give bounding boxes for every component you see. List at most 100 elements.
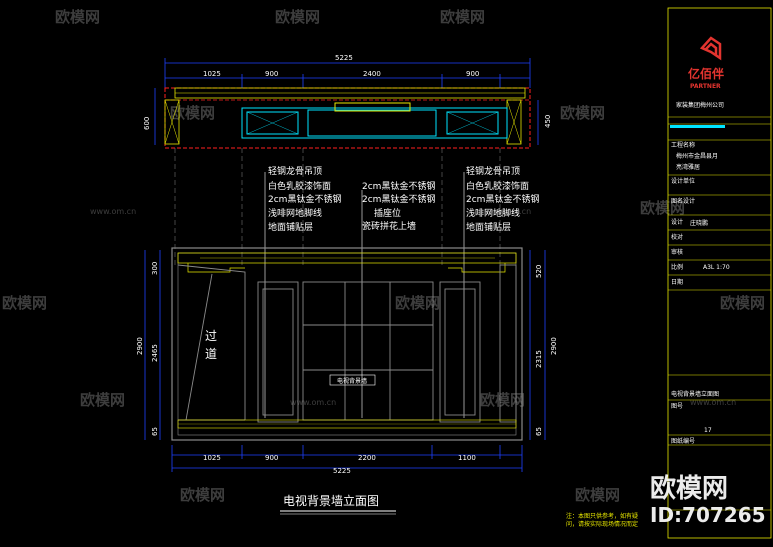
plan-center-lines xyxy=(174,148,501,268)
id-text: ID:707265 xyxy=(650,503,766,527)
plan-walls xyxy=(164,87,531,149)
big-brand: 欧模网 xyxy=(650,473,728,504)
watermark-brand: 欧模网 xyxy=(2,294,47,312)
drawing-title: 电视背景墙立面图 xyxy=(280,493,396,515)
elev-dim-segment: 900 xyxy=(265,454,278,462)
elevation-frame xyxy=(171,247,523,441)
company-logo: 亿佰伴 PARTNER xyxy=(688,36,724,90)
elevation-ceiling xyxy=(177,252,517,273)
watermark-brand: 欧模网 xyxy=(180,486,225,504)
note-text: 地面铺贴层 xyxy=(268,221,313,233)
note-text: 2cm黑钛金不锈钢 xyxy=(466,193,539,205)
notes-right: 轻钢龙骨吊顶 白色乳胶漆饰面 2cm黑钛金不锈钢 浅啡网地脚线 地面铺贴层 xyxy=(466,165,539,233)
page-number: 17 xyxy=(704,427,712,434)
tb-label: 设计 xyxy=(671,218,683,226)
note-text: 浅啡网地脚线 xyxy=(268,207,322,219)
note-text: 轻钢龙骨吊顶 xyxy=(466,165,520,177)
note-text: 插座位 xyxy=(374,207,401,219)
notes-center: 2cm黑钛金不锈钢 2cm黑钛金不锈钢 插座位 瓷砖拼花上墙 xyxy=(362,180,435,232)
plan-dim-segment: 900 xyxy=(466,70,479,78)
note-text: 轻钢龙骨吊顶 xyxy=(268,165,322,177)
watermark-site: www.om.cn xyxy=(90,207,136,216)
designer-name: 庄晓鹏 xyxy=(690,219,708,227)
elev-dim-left-top: 300 xyxy=(151,262,159,275)
watermark-brand: 欧模网 xyxy=(80,391,125,409)
elev-dim-right-bottom: 65 xyxy=(535,427,543,436)
accent-bar xyxy=(670,125,725,128)
tb-label: 图纸编号 xyxy=(671,437,695,445)
elev-dim-segment: 1100 xyxy=(458,454,476,462)
tb-label: 校对 xyxy=(671,233,683,241)
note-text: 地面铺贴层 xyxy=(466,221,511,233)
elev-dim-left-overall: 2900 xyxy=(136,337,144,355)
tb-label: 图名设计 xyxy=(671,197,695,205)
watermark-brand: 欧模网 xyxy=(575,486,620,504)
project-line: 梅州市金昌县月 xyxy=(676,152,718,160)
logo-subtext: PARTNER xyxy=(690,83,721,90)
elev-dim-segment: 1025 xyxy=(203,454,221,462)
watermark-brand: 欧模网 xyxy=(275,8,320,26)
note-text: 瓷砖拼花上墙 xyxy=(362,220,416,232)
tb-label: 工程名称 xyxy=(671,141,695,149)
watermark-layer: 欧模网 欧模网 欧模网 欧模网 欧模网 欧模网 欧模网 欧模网 欧模网 欧模网 … xyxy=(2,8,765,504)
watermark-brand: 欧模网 xyxy=(640,199,685,217)
tb-label: 图号 xyxy=(671,403,683,410)
watermark-site: www.om.cn xyxy=(485,207,531,216)
elev-dim-right-overall: 2900 xyxy=(550,337,558,355)
note-text: 2cm黑钛金不锈钢 xyxy=(268,193,341,205)
elevation-walls xyxy=(177,264,517,423)
company-name: 家装集团梅州公司 xyxy=(676,101,724,109)
leader-lines xyxy=(264,172,465,418)
logo-text: 亿佰伴 xyxy=(688,66,724,81)
passage-label: 过 道 xyxy=(205,329,217,361)
note-text: 2cm黑钛金不锈钢 xyxy=(362,193,435,205)
elevation-skirting xyxy=(177,419,517,429)
brand-watermark: 欧模网 ID:707265 xyxy=(650,473,766,527)
tb-label: 日期 xyxy=(671,278,683,286)
elevation-tv: 电视背景墙 xyxy=(329,374,376,386)
plan-dim-right-depth: 450 xyxy=(544,115,552,128)
watermark-brand: 欧模网 xyxy=(395,294,440,312)
elev-dim-left-mid: 2465 xyxy=(151,344,159,362)
watermark-brand: 欧模网 xyxy=(720,294,765,312)
plan-dim-segment: 2400 xyxy=(363,70,381,78)
note-text: 白色乳胶漆饰面 xyxy=(466,180,529,192)
plan-dimension-lines xyxy=(154,58,539,145)
plan-dim-segment: 1025 xyxy=(203,70,221,78)
notes-left: 轻钢龙骨吊顶 白色乳胶漆饰面 2cm黑钛金不锈钢 浅啡网地脚线 地面铺贴层 xyxy=(268,165,341,233)
project-line: 亮湾雅居 xyxy=(676,163,700,171)
plan-cabinet xyxy=(241,102,508,139)
watermark-brand: 欧模网 xyxy=(480,391,525,409)
elev-dim-segment: 2200 xyxy=(358,454,376,462)
plan-dimension-text: 5225 1025 900 2400 900 600 450 xyxy=(143,54,552,130)
elev-dim-overall: 5225 xyxy=(333,467,351,475)
passage-char: 过 xyxy=(205,329,217,343)
drawing-title-text: 电视背景墙立面图 xyxy=(283,493,379,508)
tb-label: 设计单位 xyxy=(671,177,695,185)
watermark-brand: 欧模网 xyxy=(560,104,605,122)
watermark-site: www.om.cn xyxy=(690,398,736,407)
scale-value: A3L 1:70 xyxy=(703,264,730,271)
tb-label: 审核 xyxy=(671,248,683,256)
title-block: 亿佰伴 PARTNER 家装集团梅州公司 工程名称 梅州市金昌县月 亮湾雅居 设… xyxy=(566,7,772,539)
elev-dim-right-top: 520 xyxy=(535,265,543,278)
note-text: 2cm黑钛金不锈钢 xyxy=(362,180,435,192)
watermark-brand: 欧模网 xyxy=(440,8,485,26)
watermark-brand: 欧模网 xyxy=(170,104,215,122)
plan-dim-left-depth: 600 xyxy=(143,117,151,130)
plan-dim-segment: 900 xyxy=(265,70,278,78)
elevation-dimension-text: 1025 900 2200 1100 5225 2900 300 2465 65… xyxy=(136,262,558,475)
passage-char: 道 xyxy=(205,347,217,361)
note-text: 白色乳胶漆饰面 xyxy=(268,180,331,192)
elev-dim-left-bottom: 65 xyxy=(151,427,159,436)
note-text: 浅啡网地脚线 xyxy=(466,207,520,219)
watermark-site: www.om.cn xyxy=(290,398,336,407)
watermark-brand: 欧模网 xyxy=(55,8,100,26)
tv-label: 电视背景墙 xyxy=(337,377,367,385)
elevation-dimension-lines xyxy=(144,250,546,472)
footer-note: 问，请按实际现场情况而定 xyxy=(566,520,638,528)
tb-label: 比例 xyxy=(671,263,683,271)
sheet-title: 电视背景墙立面图 xyxy=(671,390,719,398)
elev-dim-right-mid: 2315 xyxy=(535,350,543,368)
